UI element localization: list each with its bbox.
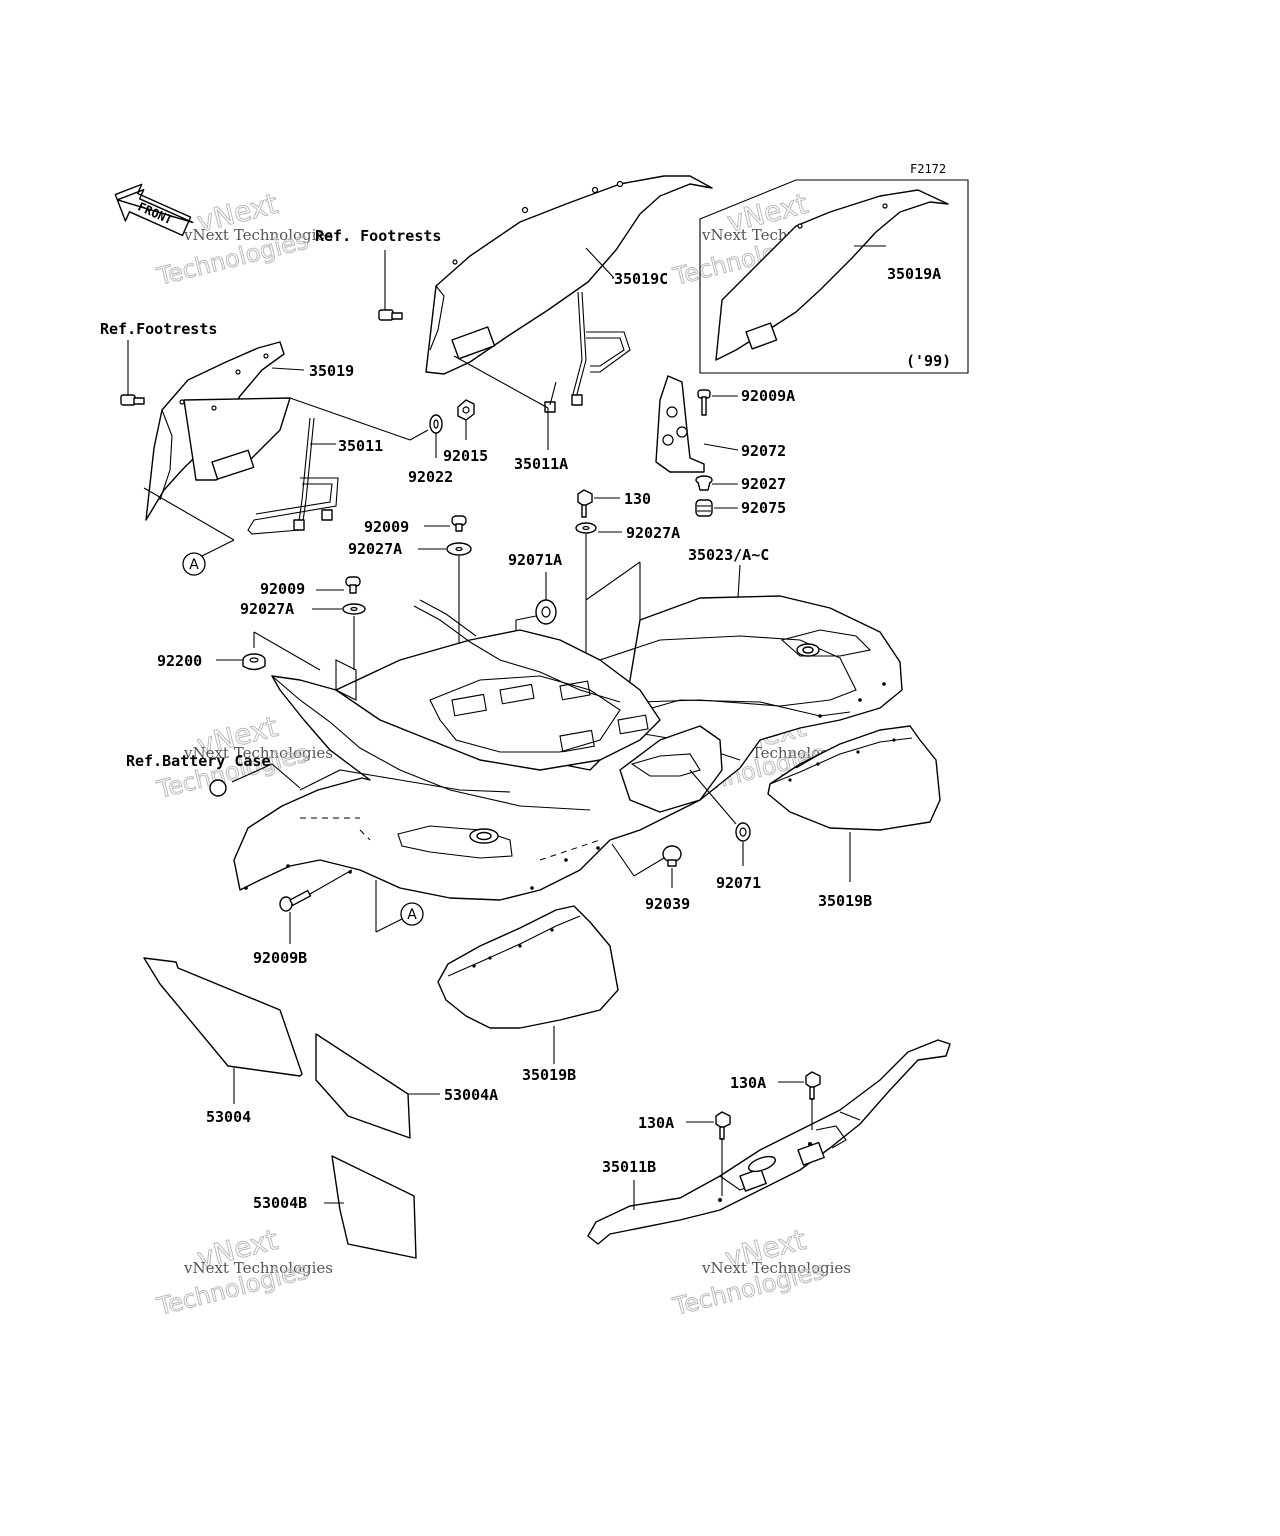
grommet-92071: [689, 769, 751, 866]
collar-92200: [216, 632, 266, 671]
washer-92027A-b: [312, 603, 366, 615]
nut-92015: [457, 399, 475, 440]
bolt-130: [577, 489, 620, 518]
label-92027A-b: 92027A: [240, 600, 294, 618]
label-92071: 92071: [716, 874, 761, 892]
label-92075: 92075: [741, 499, 786, 517]
ref-footrests-upper: Ref. Footrests: [315, 227, 441, 245]
fender-35019C: [425, 175, 713, 375]
label-35011B: 35011B: [602, 1158, 656, 1176]
front-arrow-icon: FRONT: [114, 183, 194, 237]
bracket-35011A: [453, 291, 631, 450]
washer-92027A-top: [575, 522, 622, 534]
label-35019: 35019: [309, 362, 354, 380]
bolt-upper: [378, 250, 403, 321]
label-92039: 92039: [645, 895, 690, 913]
watermark-text: vNext Technologies: [183, 1259, 333, 1277]
callout-a-lower: A: [400, 902, 424, 926]
label-53004A: 53004A: [444, 1086, 498, 1104]
bolt-130A-a: [778, 1071, 821, 1130]
callout-a-upper: A: [182, 552, 206, 576]
watermark-text: vNext Technologies: [701, 1259, 851, 1277]
inset-fender-part: [715, 189, 949, 361]
bracket-35011B: [587, 1039, 951, 1245]
ref-footrests-left: Ref.Footrests: [100, 320, 217, 338]
washer-92027A-a: [418, 542, 472, 556]
watermark-text: vNext Technologies: [183, 744, 333, 762]
callout-a-letter: A: [407, 907, 417, 923]
bolt-92009B: [279, 869, 353, 944]
bolt-92009-b: [316, 576, 361, 594]
label-92072: 92072: [741, 442, 786, 460]
bolt-92009-a: [424, 515, 467, 532]
clip-92039: [611, 843, 682, 888]
bolt-92009A: [697, 389, 738, 416]
label-35023: 35023/A~C: [688, 546, 769, 564]
decal-53004A: [315, 1033, 440, 1139]
inset-1999: 35019A ('99): [699, 179, 969, 374]
label-35019B-left: 35019B: [522, 1066, 576, 1084]
bolt-130A-b: [686, 1111, 731, 1196]
bolt-left: [120, 340, 145, 406]
label-130A-b: 130A: [638, 1114, 674, 1132]
label-53004B: 53004B: [253, 1194, 307, 1212]
watermark-bottom-left: vNext vNext Technologies Technologies: [153, 1222, 333, 1321]
mudflap-35019B-left: [437, 905, 619, 1064]
label-92022: 92022: [408, 468, 453, 486]
label-92015: 92015: [443, 447, 488, 465]
grommet-92071A: [535, 572, 557, 625]
washer-92022: [429, 414, 443, 458]
label-35011: 35011: [338, 437, 383, 455]
label-53004: 53004: [206, 1108, 251, 1126]
label-92071A: 92071A: [508, 551, 562, 569]
cap-battery: [209, 763, 301, 797]
rear-fender-body-35023: [233, 595, 903, 901]
ref-battery-case: Ref.Battery Case: [126, 752, 271, 770]
decal-53004: [143, 957, 303, 1104]
label-35011A: 35011A: [514, 455, 568, 473]
label-92009-a: 92009: [364, 518, 409, 536]
label-130A-a: 130A: [730, 1074, 766, 1092]
label-35019A: 35019A: [887, 265, 941, 283]
label-92009A: 92009A: [741, 387, 795, 405]
decal-53004B: [324, 1155, 417, 1259]
watermark-text: vNext Technologies: [183, 226, 333, 244]
fender-35019: [145, 341, 305, 521]
figure-code: F2172: [910, 162, 946, 176]
damper-92075: [695, 499, 738, 517]
label-92009-b: 92009: [260, 580, 305, 598]
mounting-plate: [655, 375, 705, 473]
watermark-top-left: vNext vNext Technologies Technologies: [153, 186, 333, 291]
mudflap-35019B-right: [767, 725, 941, 882]
label-35019B-right: 35019B: [818, 892, 872, 910]
bracket-35011: [247, 417, 339, 535]
label-92027A-a: 92027A: [348, 540, 402, 558]
watermark-bottom-right: vNext vNext Technologies Technologies: [669, 1222, 851, 1321]
label-92200: 92200: [157, 652, 202, 670]
label-92009B: 92009B: [253, 949, 307, 967]
label-130: 130: [624, 490, 651, 508]
label-92027: 92027: [741, 475, 786, 493]
label-92027A-top: 92027A: [626, 524, 680, 542]
grommet-92027: [695, 475, 738, 491]
label-35019C: 35019C: [614, 270, 668, 288]
inset-year-note: ('99): [906, 352, 951, 370]
callout-a-letter: A: [189, 557, 199, 573]
